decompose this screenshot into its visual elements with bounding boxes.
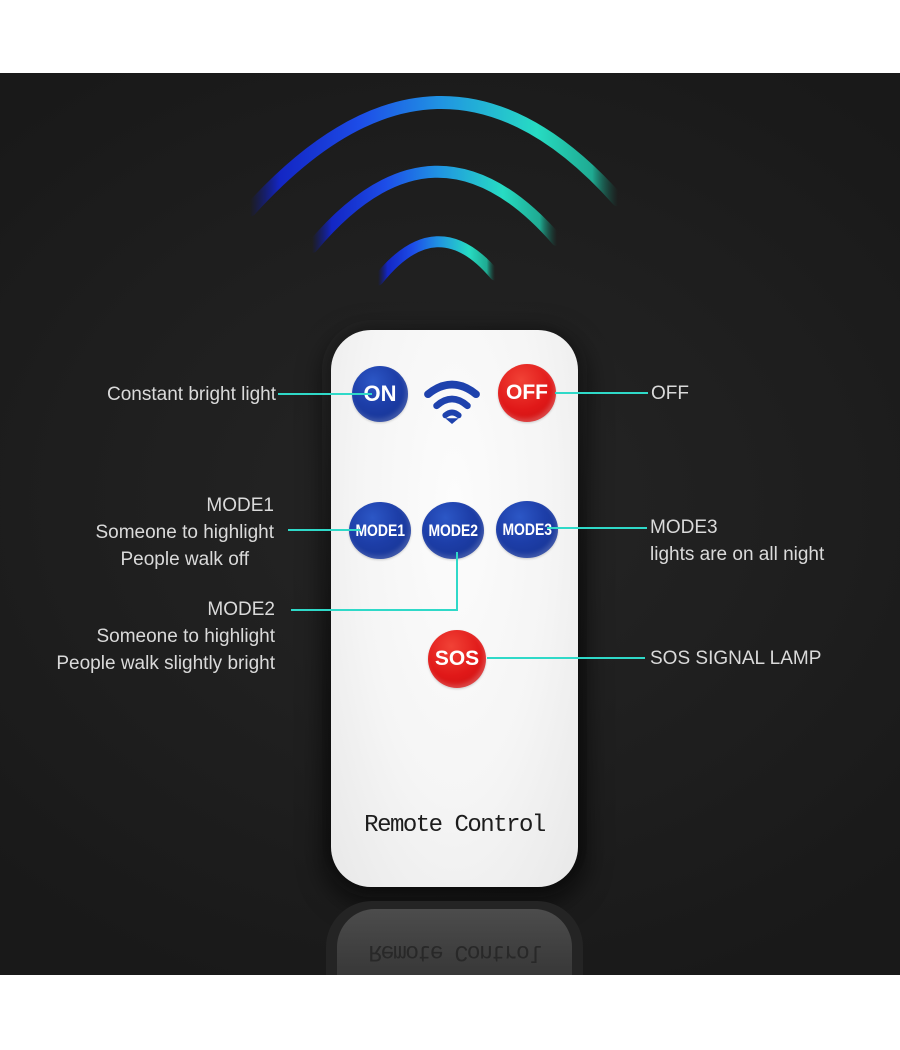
- mode3-button[interactable]: MODE3: [496, 501, 558, 558]
- annotation-mode3: MODE3 lights are on all night: [650, 514, 824, 568]
- reflection-title: Remote Control: [368, 939, 541, 965]
- callout-line-mode3: [547, 527, 647, 529]
- annotation-off: OFF: [651, 383, 689, 404]
- callout-line-off: [555, 392, 648, 394]
- annotation-sos: SOS SIGNAL LAMP: [650, 648, 822, 669]
- off-button[interactable]: OFF: [498, 364, 556, 422]
- annotation-mode2-line1: Someone to highlight: [96, 626, 275, 647]
- remote-reflection-body: Remote Control: [337, 909, 572, 975]
- mode2-button-label: MODE2: [428, 520, 478, 540]
- mode2-button[interactable]: MODE2: [422, 502, 484, 559]
- callout-line-on: [278, 393, 372, 395]
- wifi-icon: [424, 380, 480, 424]
- annotation-mode2: MODE2 Someone to highlight People walk s…: [56, 596, 275, 677]
- callout-line-mode2-horizontal: [291, 609, 458, 611]
- annotation-mode1-title: MODE1: [206, 495, 274, 516]
- annotation-mode2-title: MODE2: [207, 599, 275, 620]
- annotation-mode3-line1: lights are on all night: [650, 544, 825, 565]
- callout-line-mode2-vertical: [456, 552, 458, 611]
- sos-button[interactable]: SOS: [428, 630, 486, 688]
- annotation-mode1-line2: People walk off: [120, 549, 249, 570]
- callout-line-sos: [487, 657, 645, 659]
- callout-line-mode1: [288, 529, 361, 531]
- annotation-mode1: MODE1 Someone to highlight People walk o…: [95, 492, 274, 573]
- annotation-mode1-line1: Someone to highlight: [95, 522, 274, 543]
- remote-title: Remote Control: [364, 812, 546, 839]
- mode1-button-label: MODE1: [355, 520, 405, 540]
- annotation-mode3-title: MODE3: [650, 517, 718, 538]
- annotation-on: Constant bright light: [107, 384, 276, 405]
- mode3-button-label: MODE3: [502, 519, 552, 539]
- annotation-mode2-line2: People walk slightly bright: [56, 653, 275, 674]
- remote-reflection: Remote Control: [326, 901, 583, 975]
